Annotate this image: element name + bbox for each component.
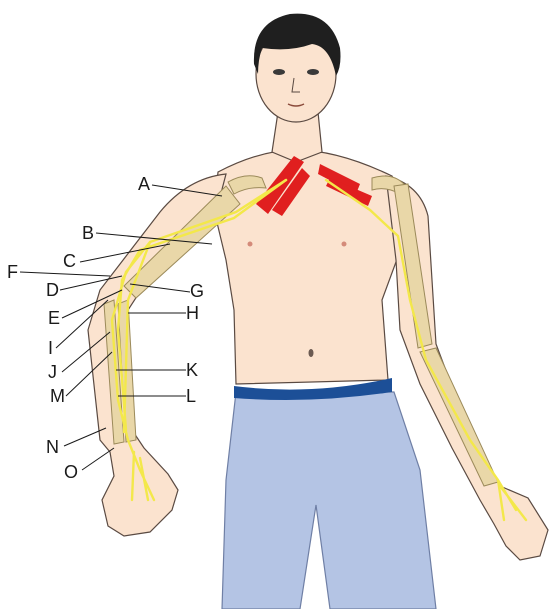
eye-right-icon <box>273 69 285 75</box>
label-J: J <box>48 363 57 381</box>
label-B: B <box>82 224 94 242</box>
navel <box>309 349 314 357</box>
label-C: C <box>63 252 76 270</box>
label-E: E <box>48 309 60 327</box>
nipple-right <box>248 242 253 247</box>
label-F: F <box>7 263 18 281</box>
label-D: D <box>46 281 59 299</box>
label-A: A <box>138 175 150 193</box>
label-L: L <box>186 387 196 405</box>
label-N: N <box>46 438 59 456</box>
label-K: K <box>186 361 198 379</box>
label-I: I <box>48 339 53 357</box>
pants <box>222 392 436 609</box>
label-G: G <box>190 282 204 300</box>
label-M: M <box>50 387 65 405</box>
eye-left-icon <box>307 69 319 75</box>
label-O: O <box>64 463 78 481</box>
label-H: H <box>186 304 199 322</box>
nipple-left <box>342 242 347 247</box>
